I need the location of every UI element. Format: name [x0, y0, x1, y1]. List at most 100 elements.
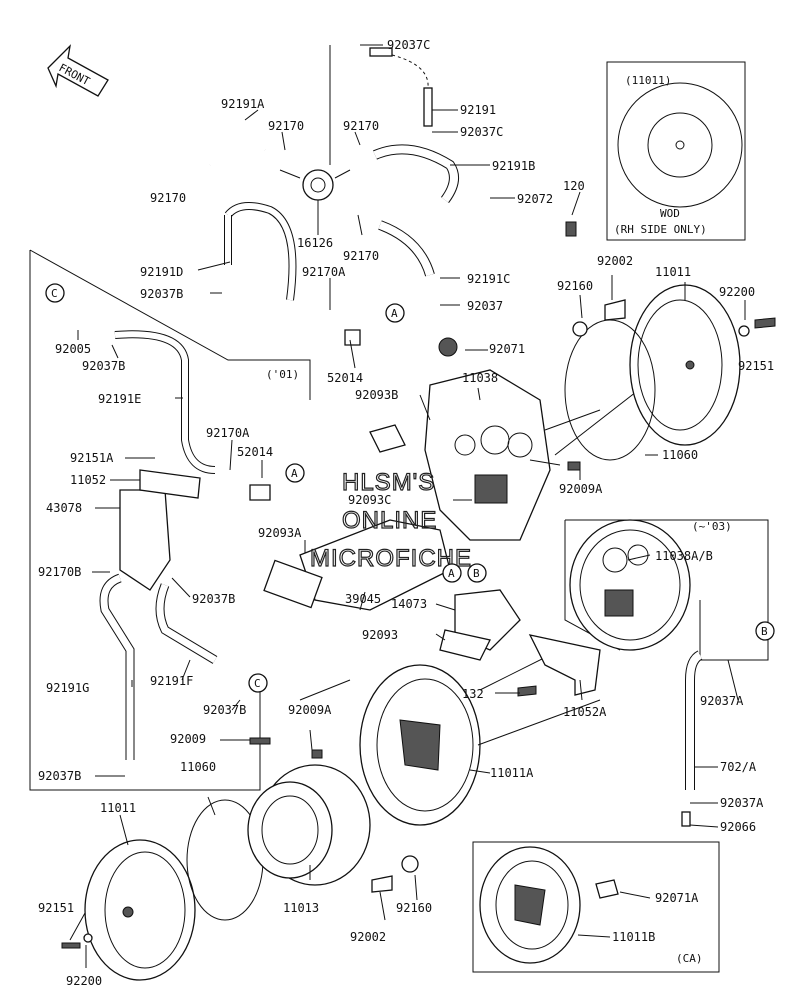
ca-label: (CA): [676, 952, 703, 965]
part-43078: 43078: [46, 501, 82, 515]
part-92009: 92009: [170, 732, 206, 746]
part-92191c: 92191C: [467, 272, 510, 286]
callout-a-2: A: [291, 467, 298, 480]
hoses-left: [99, 329, 361, 760]
backing-plate: [299, 649, 601, 826]
part-92037c-top: 92037C: [387, 38, 430, 52]
part-92191a: 92191A: [221, 97, 265, 111]
part-92037b-c: 92037B: [192, 592, 235, 606]
part-92093: 92093: [362, 628, 398, 642]
part-92191g: 92191G: [46, 681, 89, 695]
part-92071: 92071: [489, 342, 525, 356]
part-92005: 92005: [55, 342, 91, 356]
wod-label: WOD: [660, 207, 680, 220]
part-92037a-b: 92037A: [720, 796, 764, 810]
part-92037b-a: 92037B: [140, 287, 183, 301]
part-92170-a: 92170: [268, 119, 304, 133]
leader-lines: [69, 44, 746, 968]
air-filter: [247, 764, 371, 886]
part-11011b: 11011B: [612, 930, 655, 944]
part-92170-c: 92170: [150, 191, 186, 205]
part-11011-b: 11011: [100, 801, 136, 815]
intake-duct: [263, 424, 521, 661]
part-39045: 39045: [345, 592, 381, 606]
callout-c-2: C: [254, 677, 261, 690]
part-92072: 92072: [517, 192, 553, 206]
part-92160-b: 92160: [396, 901, 432, 915]
callout-c-1: C: [51, 287, 58, 300]
region-01-outline: ('01): [29, 249, 311, 791]
watermark-line1: HLSM'S: [342, 469, 435, 496]
part-92151-b: 92151: [38, 901, 74, 915]
part-92002-b: 92002: [350, 930, 386, 944]
part-92066: 92066: [720, 820, 756, 834]
year-01-label: ('01): [266, 368, 299, 381]
part-120: 120: [563, 179, 585, 193]
part-labels: 92037C 92191 92037C 92191A 92170 92170 9…: [38, 38, 774, 988]
cover-right: [564, 284, 741, 461]
part-92170-b: 92170: [343, 119, 379, 133]
part-11038ab: 11038A/B: [655, 549, 713, 563]
part-92191d: 92191D: [140, 265, 183, 279]
wod-side-label: (RH SIDE ONLY): [614, 223, 707, 236]
part-11060-b: 11060: [180, 760, 216, 774]
part-132: 132: [462, 687, 484, 701]
part-92170b: 92170B: [38, 565, 81, 579]
part-92191: 92191: [460, 103, 496, 117]
part-92093a: 92093A: [258, 526, 302, 540]
part-11038: 11038: [462, 371, 498, 385]
part-92071a: 92071A: [655, 891, 699, 905]
ca-inset-box: (CA): [472, 841, 720, 973]
wod-inset-box: (11011) WOD (RH SIDE ONLY): [606, 61, 746, 241]
part-11013: 11013: [283, 901, 319, 915]
part-92009a-b: 92009A: [288, 703, 332, 717]
part-92200-b: 92200: [66, 974, 102, 988]
part-92009a-a: 92009A: [559, 482, 603, 496]
watermark: HLSM'S ONLINE MICROFICHE: [309, 468, 471, 572]
part-92191b: 92191B: [492, 159, 535, 173]
callouts: C A A A B C B: [45, 283, 775, 693]
part-11060-a: 11060: [662, 448, 698, 462]
part-92093c: 92093C: [348, 493, 391, 507]
part-92191f: 92191F: [150, 674, 193, 688]
part-92160-a: 92160: [557, 279, 593, 293]
part-11011a: 11011A: [490, 766, 534, 780]
callout-b-1: B: [473, 567, 480, 580]
part-702a: 702/A: [720, 760, 757, 774]
part-92151-a: 92151: [738, 359, 774, 373]
part-92093b: 92093B: [355, 388, 398, 402]
part-92200-a: 92200: [719, 285, 755, 299]
part-52014-a: 52014: [327, 371, 363, 385]
part-14073: 14073: [391, 597, 427, 611]
part-92037b-d: 92037B: [203, 703, 246, 717]
cover-left: [84, 799, 264, 981]
callout-a-1: A: [391, 307, 398, 320]
part-92037c-2: 92037C: [460, 125, 503, 139]
part-92191e: 92191E: [98, 392, 141, 406]
inset-03-region: (~'03): [564, 519, 769, 661]
watermark-line2: ONLINE: [342, 507, 437, 534]
part-92037b-b: 92037B: [82, 359, 125, 373]
part-11011-a: 11011: [655, 265, 691, 279]
part-92170a-b: 92170A: [206, 426, 250, 440]
part-92037a-a: 92037A: [700, 694, 744, 708]
callout-b-2: B: [761, 625, 768, 638]
part-92170a-a: 92170A: [302, 265, 346, 279]
part-52014-b: 52014: [237, 445, 273, 459]
front-arrow: FRONT: [47, 44, 109, 97]
part-11052: 11052: [70, 473, 106, 487]
hoses-right: [681, 650, 703, 827]
wod-ref-label: (11011): [625, 74, 671, 87]
part-92037: 92037: [467, 299, 503, 313]
hoses-upper: [207, 45, 459, 301]
part-16126: 16126: [297, 236, 333, 250]
year-03-label: (~'03): [692, 520, 732, 533]
part-11052a: 11052A: [563, 705, 607, 719]
main-housing: [424, 337, 691, 541]
part-92037b-e: 92037B: [38, 769, 81, 783]
callout-a-3: A: [448, 567, 455, 580]
part-92151a: 92151A: [70, 451, 114, 465]
part-92002-a: 92002: [597, 254, 633, 268]
